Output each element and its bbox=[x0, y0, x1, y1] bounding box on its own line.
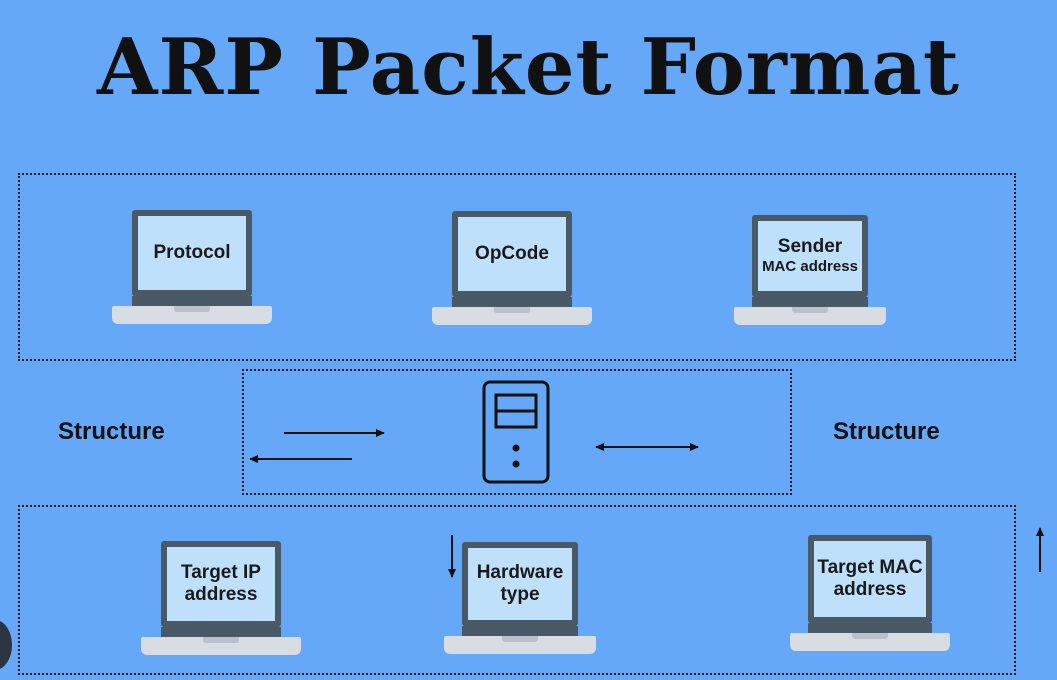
hardware-label: Hardware bbox=[476, 562, 564, 584]
bottom-section-box bbox=[18, 505, 1016, 675]
sender-mac-address-label: MAC address bbox=[762, 258, 858, 276]
laptop-protocol-icon: Protocol bbox=[112, 210, 272, 326]
protocol-label: Protocol bbox=[153, 242, 231, 264]
page-title: ARP Packet Format bbox=[97, 22, 960, 113]
target-ip-label: Target IP bbox=[181, 562, 261, 584]
structure-label-left: Structure bbox=[58, 418, 165, 445]
top-section-box bbox=[18, 173, 1016, 361]
laptop-opcode-icon: OpCode bbox=[432, 211, 592, 327]
laptop-sender-mac-icon: Sender MAC address bbox=[734, 215, 886, 327]
server-icon bbox=[482, 380, 550, 484]
opcode-label: OpCode bbox=[475, 243, 549, 265]
hardware-type-label: type bbox=[500, 584, 540, 605]
laptop-hardware-type-icon: Hardware type bbox=[444, 542, 596, 656]
laptop-target-ip-icon: Target IP address bbox=[141, 541, 301, 657]
target-ip-address-label: address bbox=[184, 584, 258, 605]
middle-section-box bbox=[242, 369, 792, 495]
corner-circle-decoration bbox=[0, 620, 12, 670]
target-mac-address-label: address bbox=[833, 579, 907, 600]
sender-label: Sender bbox=[777, 236, 843, 258]
laptop-target-mac-icon: Target MAC address bbox=[790, 535, 950, 653]
target-mac-label: Target MAC bbox=[817, 557, 923, 579]
structure-label-right: Structure bbox=[833, 418, 940, 445]
